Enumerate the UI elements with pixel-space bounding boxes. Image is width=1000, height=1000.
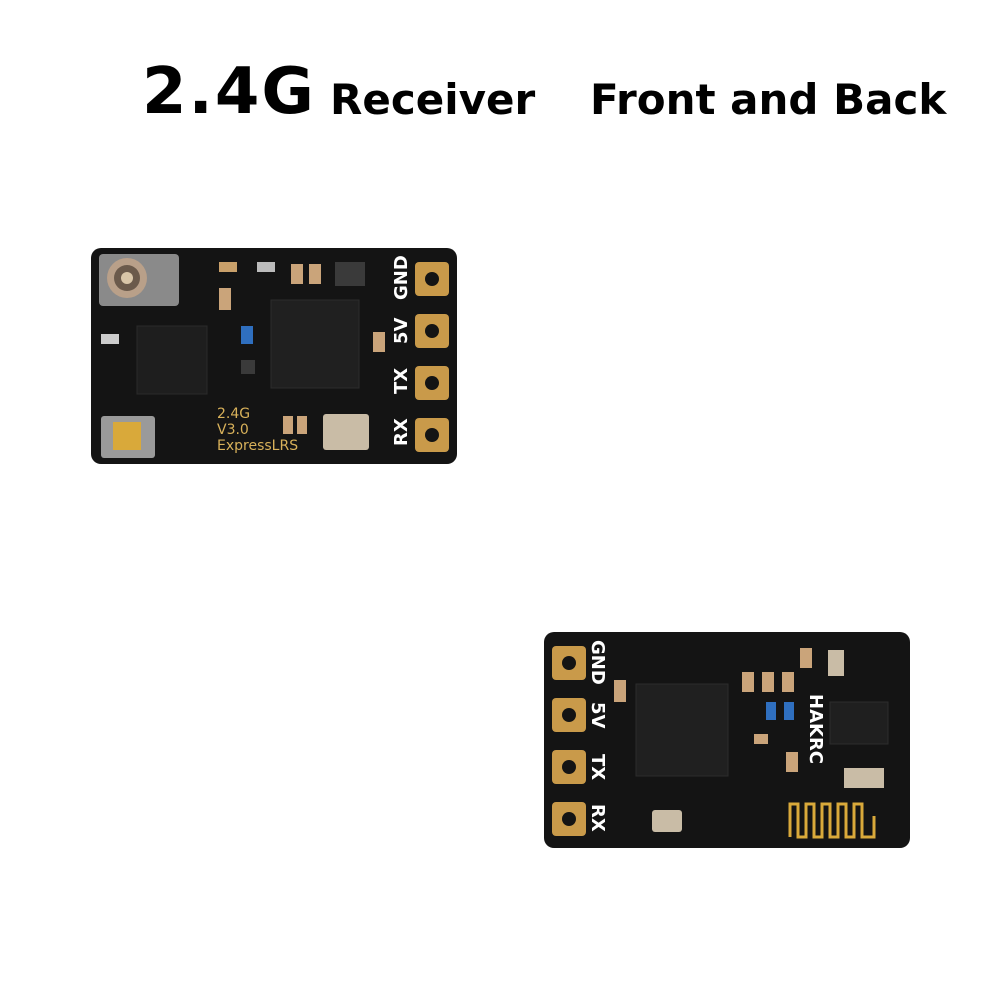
front-pad-rx bbox=[415, 418, 449, 452]
front-label-tx: TX bbox=[391, 368, 412, 394]
back-board-svg: GND 5V TX RX HAKRC bbox=[544, 632, 910, 848]
front-label-rx: RX bbox=[391, 418, 412, 446]
front-board-svg: 2.4G V3.0 ExpressLRS GND 5V TX RX bbox=[91, 248, 457, 464]
rf-chip-icon bbox=[136, 325, 208, 395]
front-marking-line-3: ExpressLRS bbox=[217, 438, 298, 454]
front-board-photo: 2.4G V3.0 ExpressLRS GND 5V TX RX bbox=[91, 248, 457, 464]
meander-antenna-icon bbox=[788, 802, 876, 839]
back-label-gnd: GND bbox=[587, 640, 608, 685]
back-label-5v: 5V bbox=[587, 702, 608, 729]
front-label-5v: 5V bbox=[391, 317, 412, 344]
front-pad-5v bbox=[415, 314, 449, 348]
regulator-icon bbox=[829, 701, 889, 745]
back-board-photo: GND 5V TX RX HAKRC bbox=[544, 632, 910, 848]
back-label-tx: TX bbox=[587, 754, 608, 780]
title-receiver: Receiver bbox=[330, 75, 536, 124]
back-pad-tx bbox=[552, 750, 586, 784]
back-pad-gnd bbox=[552, 646, 586, 680]
front-marking-line-1: 2.4G bbox=[217, 406, 250, 422]
front-label-gnd: GND bbox=[391, 255, 412, 300]
mcu-chip-icon bbox=[270, 299, 360, 389]
back-brand: HAKRC bbox=[805, 694, 826, 764]
back-pad-5v bbox=[552, 698, 586, 732]
back-label-rx: RX bbox=[587, 804, 608, 832]
back-mcu-chip-icon bbox=[635, 683, 729, 777]
front-pad-tx bbox=[415, 366, 449, 400]
title-frequency: 2.4G bbox=[142, 55, 316, 129]
back-pad-rx bbox=[552, 802, 586, 836]
title-front-and-back: Front and Back bbox=[590, 75, 947, 124]
front-marking-line-2: V3.0 bbox=[217, 422, 249, 438]
page-title: 2.4G Receiver Front and Back bbox=[0, 52, 1000, 132]
crystal-icon bbox=[323, 414, 369, 450]
back-crystal-icon bbox=[652, 810, 682, 832]
front-pad-gnd bbox=[415, 262, 449, 296]
